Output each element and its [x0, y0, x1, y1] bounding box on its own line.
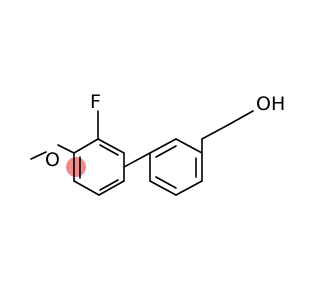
aromatic-inner-right-top	[155, 145, 177, 158]
bond-right-bottom-left	[149, 180, 177, 196]
biaryl-bond	[123, 152, 151, 168]
aromatic-inner-left-bottom	[99, 179, 119, 191]
ether-oxygen-label: O	[45, 149, 60, 171]
hydroxymethyl-bond-1	[201, 124, 229, 140]
aromatic-highlight	[66, 157, 86, 177]
bond-left-bottom-right	[98, 180, 125, 196]
structure-diagram: F O OH	[30, 91, 285, 196]
hydroxymethyl-bond-2	[227, 110, 254, 126]
aromatic-inner-right-bottom	[155, 176, 177, 189]
bond-right-top-left	[149, 138, 177, 154]
bond-left-top-left	[73, 138, 99, 154]
bond-left-top	[97, 138, 125, 154]
right-ring	[149, 138, 203, 196]
left-ring	[73, 138, 125, 196]
bond-left-bottom-left	[73, 180, 100, 196]
hydroxyl-label: OH	[256, 93, 285, 115]
bond-right-top-right	[175, 138, 203, 154]
fluorine-label: F	[90, 91, 101, 113]
aromatic-inner-left-top	[99, 144, 119, 156]
ether-bond-ring	[57, 144, 75, 154]
ether-bond-methyl	[30, 151, 47, 160]
bond-right-bottom-right	[175, 180, 203, 196]
